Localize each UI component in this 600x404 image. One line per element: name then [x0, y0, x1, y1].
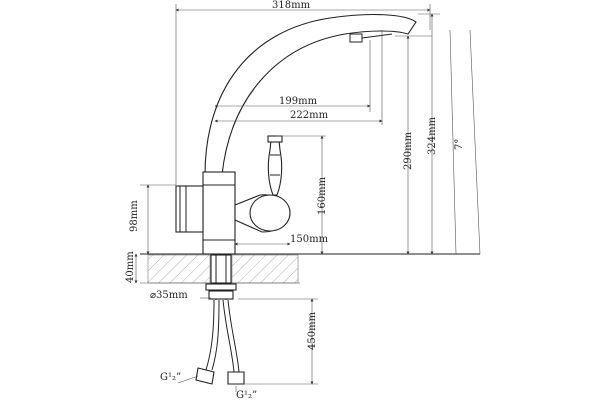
thread-label-right: G¹₂”	[236, 390, 257, 400]
dimension-width-top: 318mm	[175, 0, 431, 185]
faucet-body	[175, 171, 291, 255]
thread-label-left: G¹₂”	[160, 372, 181, 383]
dim-label-199: 199mm	[279, 96, 318, 107]
dimension-hole-diameter: ⌀35mm	[150, 290, 211, 301]
dim-label-diameter: ⌀35mm	[150, 290, 188, 301]
dim-label-450: 450mm	[307, 311, 318, 350]
countertop	[140, 253, 480, 284]
dimension-hose-length: 450mm	[238, 298, 318, 385]
dim-label-150: 150mm	[290, 234, 329, 245]
spout	[204, 13, 417, 176]
dim-label-290: 290mm	[403, 131, 414, 170]
dim-label-angle: 7°	[454, 139, 465, 150]
mounting-shank	[205, 254, 237, 300]
dim-label-324: 324mm	[427, 116, 438, 155]
mixer-handle-lever	[267, 135, 283, 196]
dimension-handle-width: 150mm	[234, 234, 329, 246]
dimension-body-height: 98mm	[129, 184, 176, 255]
dimension-angle: 7°	[449, 29, 481, 255]
dim-label-160: 160mm	[317, 176, 328, 215]
dimension-height-spout: 290mm	[395, 35, 432, 255]
thread-labels: G¹₂” G¹₂”	[160, 372, 257, 401]
dim-label-40: 40mm	[125, 251, 136, 283]
flexible-hoses	[195, 299, 245, 385]
dimension-reach-total: 222mm	[214, 110, 383, 123]
dimension-deck-thickness: 40mm	[125, 251, 138, 284]
dim-label-98: 98mm	[129, 200, 140, 232]
dimension-reach-spout: 199mm	[214, 96, 371, 108]
dimension-height-handle: 160mm	[317, 135, 328, 255]
dimension-height-total: 324mm	[418, 13, 440, 255]
dim-label-222: 222mm	[290, 110, 329, 121]
dim-label-318: 318mm	[272, 0, 311, 11]
